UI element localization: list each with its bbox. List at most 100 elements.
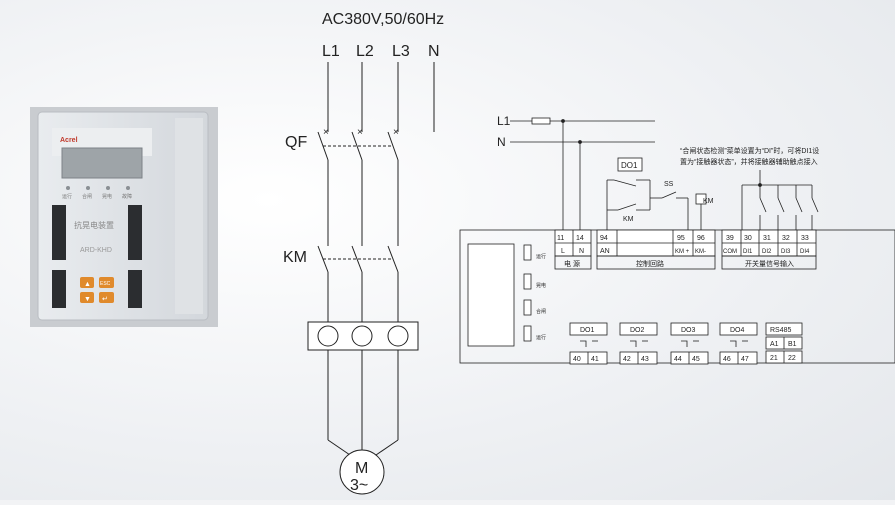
- do1-box: [617, 157, 643, 172]
- svg-text:COM: COM: [723, 249, 737, 255]
- svg-text:×: ×: [393, 127, 399, 138]
- svg-text:L: L: [561, 248, 565, 255]
- svg-text:45: 45: [692, 356, 700, 363]
- indicator-column: 运行 晃电 合闸 运行: [523, 244, 546, 342]
- svg-text:DO1: DO1: [580, 327, 595, 334]
- terminal-block-right-top: [128, 205, 142, 260]
- led-label-fault: 故障: [122, 193, 132, 200]
- svg-text:ESC: ESC: [100, 281, 111, 287]
- km-label: KM: [283, 249, 307, 266]
- svg-text:KM-: KM-: [695, 249, 706, 255]
- svg-text:KM: KM: [623, 216, 634, 223]
- svg-text:43: 43: [641, 356, 649, 363]
- phase-label-l2: L2: [356, 43, 374, 60]
- line-label-l1: L1: [497, 114, 511, 128]
- device-name: 抗晃电装置: [74, 220, 114, 230]
- svg-text:↵: ↵: [102, 296, 108, 303]
- svg-text:DO3: DO3: [681, 327, 696, 334]
- svg-text:DI1: DI1: [743, 249, 753, 255]
- svg-text:×: ×: [323, 127, 329, 138]
- svg-text:A1: A1: [770, 341, 779, 348]
- terminal-block-left-top: [52, 205, 66, 260]
- device-photo: Acrel 运行 合闸 晃电 故障 抗晃电装置 ARD-KHD ▲ ESC ▼ …: [30, 107, 218, 327]
- svg-text:96: 96: [697, 235, 705, 242]
- line-label-n: N: [497, 135, 506, 149]
- device-model: ARD-KHD: [80, 247, 112, 254]
- qf-label: QF: [285, 134, 307, 151]
- svg-text:晃电: 晃电: [536, 282, 546, 289]
- svg-text:41: 41: [591, 356, 599, 363]
- svg-text:AN: AN: [600, 248, 610, 255]
- key-up: [80, 277, 94, 288]
- do-output-2: DO2 42 43: [619, 322, 658, 365]
- brand-logo: Acrel: [60, 137, 78, 144]
- km-contactor: [317, 245, 399, 273]
- svg-text:32: 32: [782, 235, 790, 242]
- svg-text:39: 39: [726, 235, 734, 242]
- svg-text:DO2: DO2: [630, 327, 645, 334]
- device-lcd: [61, 147, 143, 179]
- key-down: [80, 292, 94, 303]
- inputs-caption: 开关量信号输入: [745, 259, 794, 268]
- svg-text:47: 47: [741, 356, 749, 363]
- main-circuit: AC380V,50/60Hz L1 L2 L3 N QF × × × KM: [283, 11, 444, 495]
- phase-label-l1: L1: [322, 43, 340, 60]
- device-keypad: ▲ ESC ▼ ↵: [80, 277, 114, 303]
- svg-text:×: ×: [357, 127, 363, 138]
- svg-text:DO4: DO4: [730, 327, 745, 334]
- terminal-block-left-bottom: [52, 270, 66, 308]
- svg-text:▲: ▲: [84, 281, 91, 288]
- svg-text:RS485: RS485: [770, 327, 792, 334]
- svg-text:KM: KM: [703, 198, 714, 205]
- led-label-sag: 晃电: [102, 193, 112, 200]
- svg-text:SS: SS: [664, 181, 674, 188]
- di-note-line1: “合闸状态检测”菜单设置为“DI”时，可将DI1设: [680, 146, 819, 155]
- led-label-close: 合闸: [82, 193, 92, 200]
- key-esc: [99, 277, 114, 288]
- svg-text:42: 42: [623, 356, 631, 363]
- fuse: [531, 117, 551, 125]
- terminal-block-right-bottom: [128, 270, 142, 308]
- svg-text:DO1: DO1: [621, 161, 638, 170]
- svg-text:▼: ▼: [84, 296, 91, 303]
- svg-text:DI2: DI2: [762, 249, 772, 255]
- key-enter: [99, 292, 114, 303]
- phase-label-l3: L3: [392, 43, 410, 60]
- motor-phase-label: 3~: [350, 477, 368, 494]
- svg-text:22: 22: [788, 355, 796, 362]
- motor-label: M: [355, 460, 368, 477]
- current-transformer-block: [307, 321, 419, 351]
- svg-text:合闸: 合闸: [536, 308, 546, 315]
- svg-text:95: 95: [677, 235, 685, 242]
- svg-text:KM +: KM +: [675, 249, 690, 255]
- svg-text:运行: 运行: [536, 334, 546, 341]
- supply-label: AC380V,50/60Hz: [322, 11, 444, 28]
- svg-text:11: 11: [557, 235, 564, 242]
- do-output-4: DO4 46 47: [719, 322, 758, 365]
- svg-text:40: 40: [573, 356, 581, 363]
- control-wiring: L1 N “合闸状态检测”菜单设置为“DI”时，可将DI1设 置为“接触器状态”…: [459, 114, 895, 365]
- svg-text:N: N: [579, 248, 584, 255]
- qf-breaker: × × ×: [317, 127, 399, 161]
- svg-text:44: 44: [674, 356, 682, 363]
- svg-text:DI3: DI3: [781, 249, 791, 255]
- control-caption: 控制回路: [636, 259, 664, 268]
- svg-text:14: 14: [576, 235, 584, 242]
- svg-text:运行: 运行: [536, 253, 546, 260]
- di-switches: [759, 185, 819, 230]
- svg-text:B1: B1: [788, 341, 797, 348]
- di-note-line2: 置为“接触器状态”，并将接触器辅助触点接入: [680, 157, 818, 166]
- phase-label-n: N: [428, 43, 440, 60]
- svg-text:31: 31: [763, 235, 771, 242]
- led-label-run: 运行: [62, 193, 72, 200]
- svg-text:30: 30: [744, 235, 752, 242]
- do-output-1: DO1 40 41: [569, 322, 608, 365]
- power-caption: 电 源: [564, 259, 580, 268]
- svg-text:21: 21: [770, 355, 778, 362]
- svg-text:33: 33: [801, 235, 809, 242]
- motor-symbol: M 3~: [339, 449, 385, 495]
- svg-text:46: 46: [723, 356, 731, 363]
- svg-text:DI4: DI4: [800, 249, 810, 255]
